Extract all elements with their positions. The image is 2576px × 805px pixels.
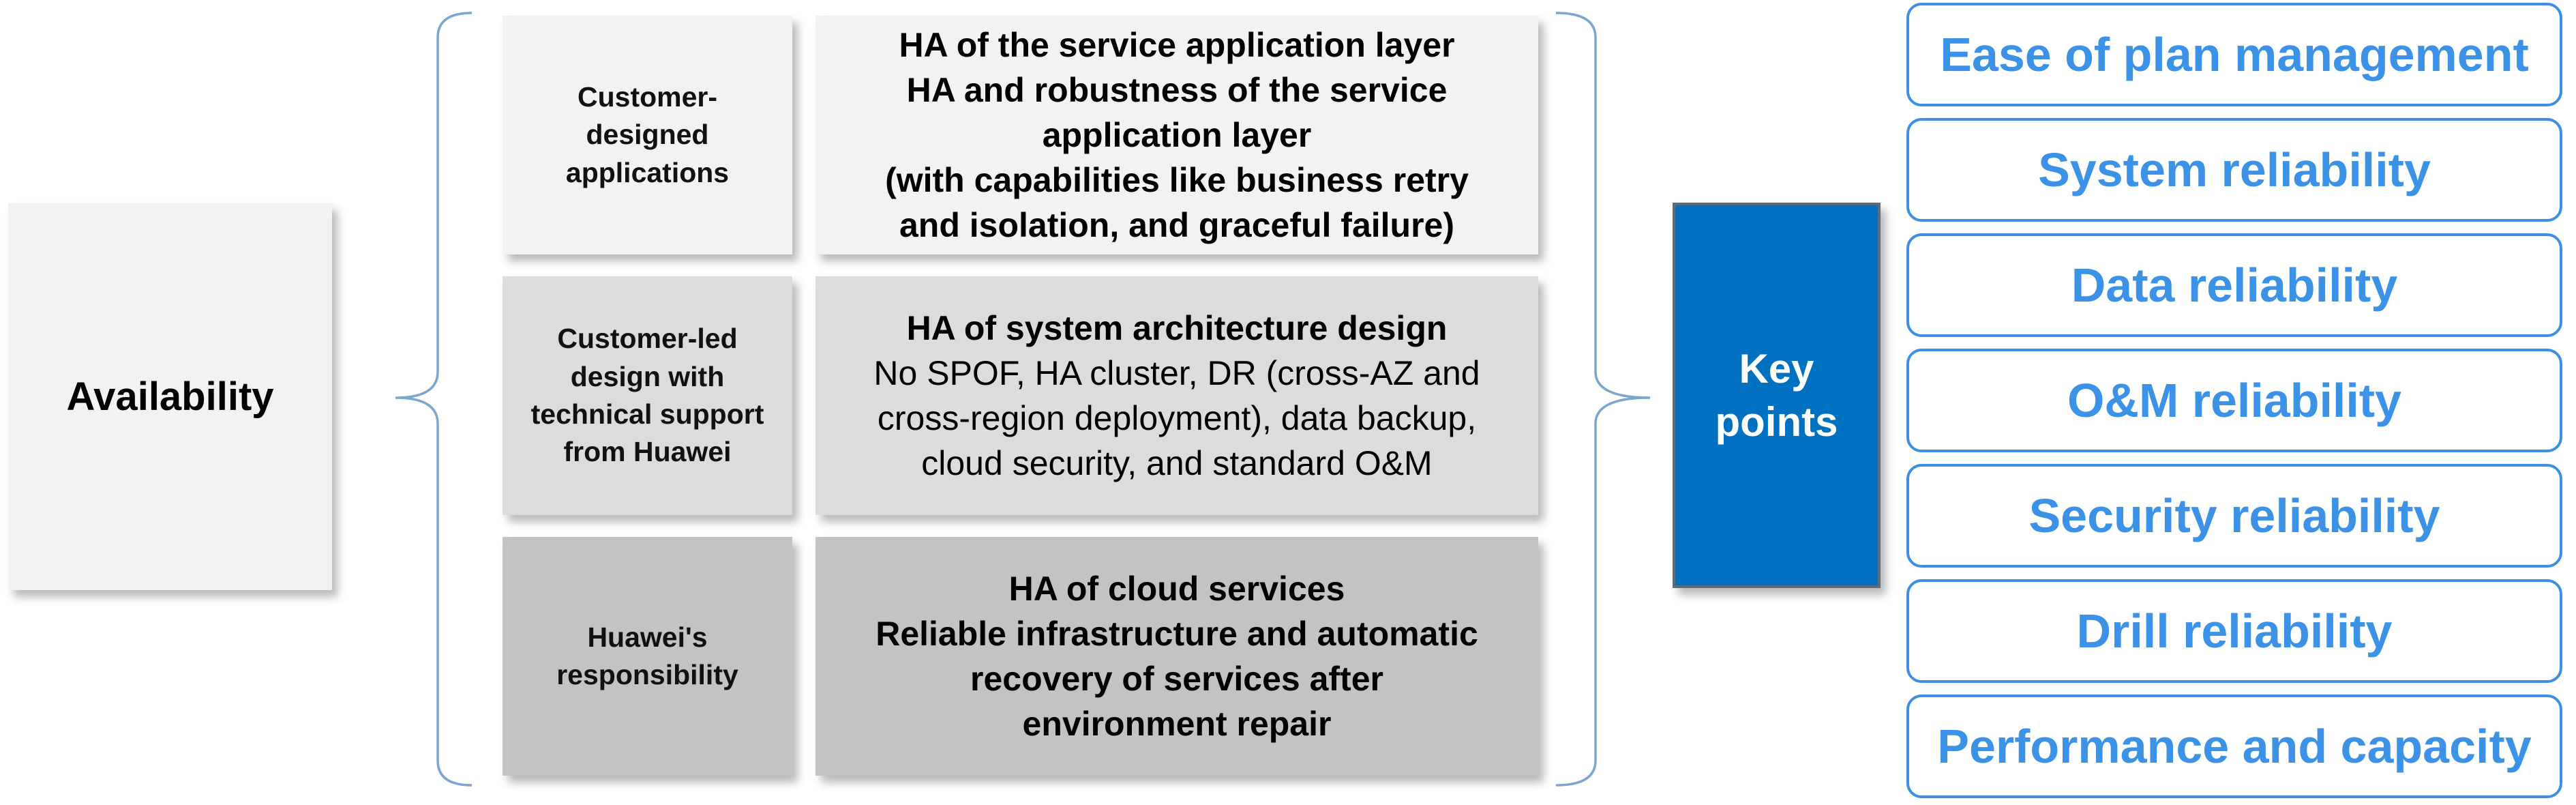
description-line: recovery of services after: [970, 660, 1383, 698]
availability-box: Availability: [8, 203, 332, 590]
responsibility-customer-designed: Customer- designed applications: [503, 16, 792, 254]
key-point-label: Drill reliability: [2076, 604, 2393, 658]
description-line: HA and robustness of the service: [906, 71, 1448, 109]
key-point-label: Data reliability: [2071, 259, 2398, 312]
key-point-item: Ease of plan management: [1906, 3, 2562, 106]
responsibility-label: Customer- designed applications: [565, 80, 730, 188]
description-line: HA of cloud services: [1008, 570, 1345, 608]
description-cloud-services: HA of cloud services Reliable infrastruc…: [815, 537, 1538, 776]
key-point-label: Performance and capacity: [1937, 720, 2532, 773]
key-points-label: Key points: [1715, 345, 1838, 445]
description-line: Reliable infrastructure and automatic: [875, 615, 1478, 653]
description-line: No SPOF, HA cluster, DR (cross-AZ and: [873, 354, 1480, 392]
description-service-application-layer: HA of the service application layer HA a…: [815, 16, 1538, 254]
responsibility-huawei: Huawei's responsibility: [503, 537, 792, 776]
responsibility-customer-led: Customer-led design with technical suppo…: [503, 276, 792, 515]
key-point-label: System reliability: [2038, 143, 2431, 196]
availability-label: Availability: [66, 375, 274, 419]
key-point-item: Security reliability: [1906, 464, 2562, 568]
description-line: application layer: [1042, 116, 1312, 154]
left-brace: [395, 12, 473, 787]
key-points-list: Ease of plan management System reliabili…: [1906, 0, 2568, 805]
right-brace: [1555, 12, 1651, 787]
description-line: cloud security, and standard O&M: [921, 444, 1433, 482]
key-points-box: Key points: [1673, 203, 1881, 588]
key-point-label: Security reliability: [2028, 489, 2440, 542]
key-point-item: System reliability: [1906, 118, 2562, 222]
responsibility-label: Customer-led design with technical suppo…: [530, 323, 764, 468]
description-line: cross-region deployment), data backup,: [877, 399, 1477, 437]
description-line: HA of system architecture design: [906, 309, 1448, 347]
description-line: (with capabilities like business retry: [885, 161, 1469, 199]
key-point-label: Ease of plan management: [1940, 28, 2529, 81]
key-point-item: Drill reliability: [1906, 579, 2562, 683]
responsibility-label: Huawei's responsibility: [556, 621, 738, 690]
key-point-item: Data reliability: [1906, 233, 2562, 337]
key-point-label: O&M reliability: [2067, 374, 2402, 427]
description-system-architecture: HA of system architecture design No SPOF…: [815, 276, 1538, 515]
description-line: and isolation, and graceful failure): [899, 206, 1454, 244]
description-line: environment repair: [1022, 705, 1332, 743]
description-line: HA of the service application layer: [899, 26, 1455, 64]
key-point-item: O&M reliability: [1906, 349, 2562, 452]
key-point-item: Performance and capacity: [1906, 694, 2562, 798]
